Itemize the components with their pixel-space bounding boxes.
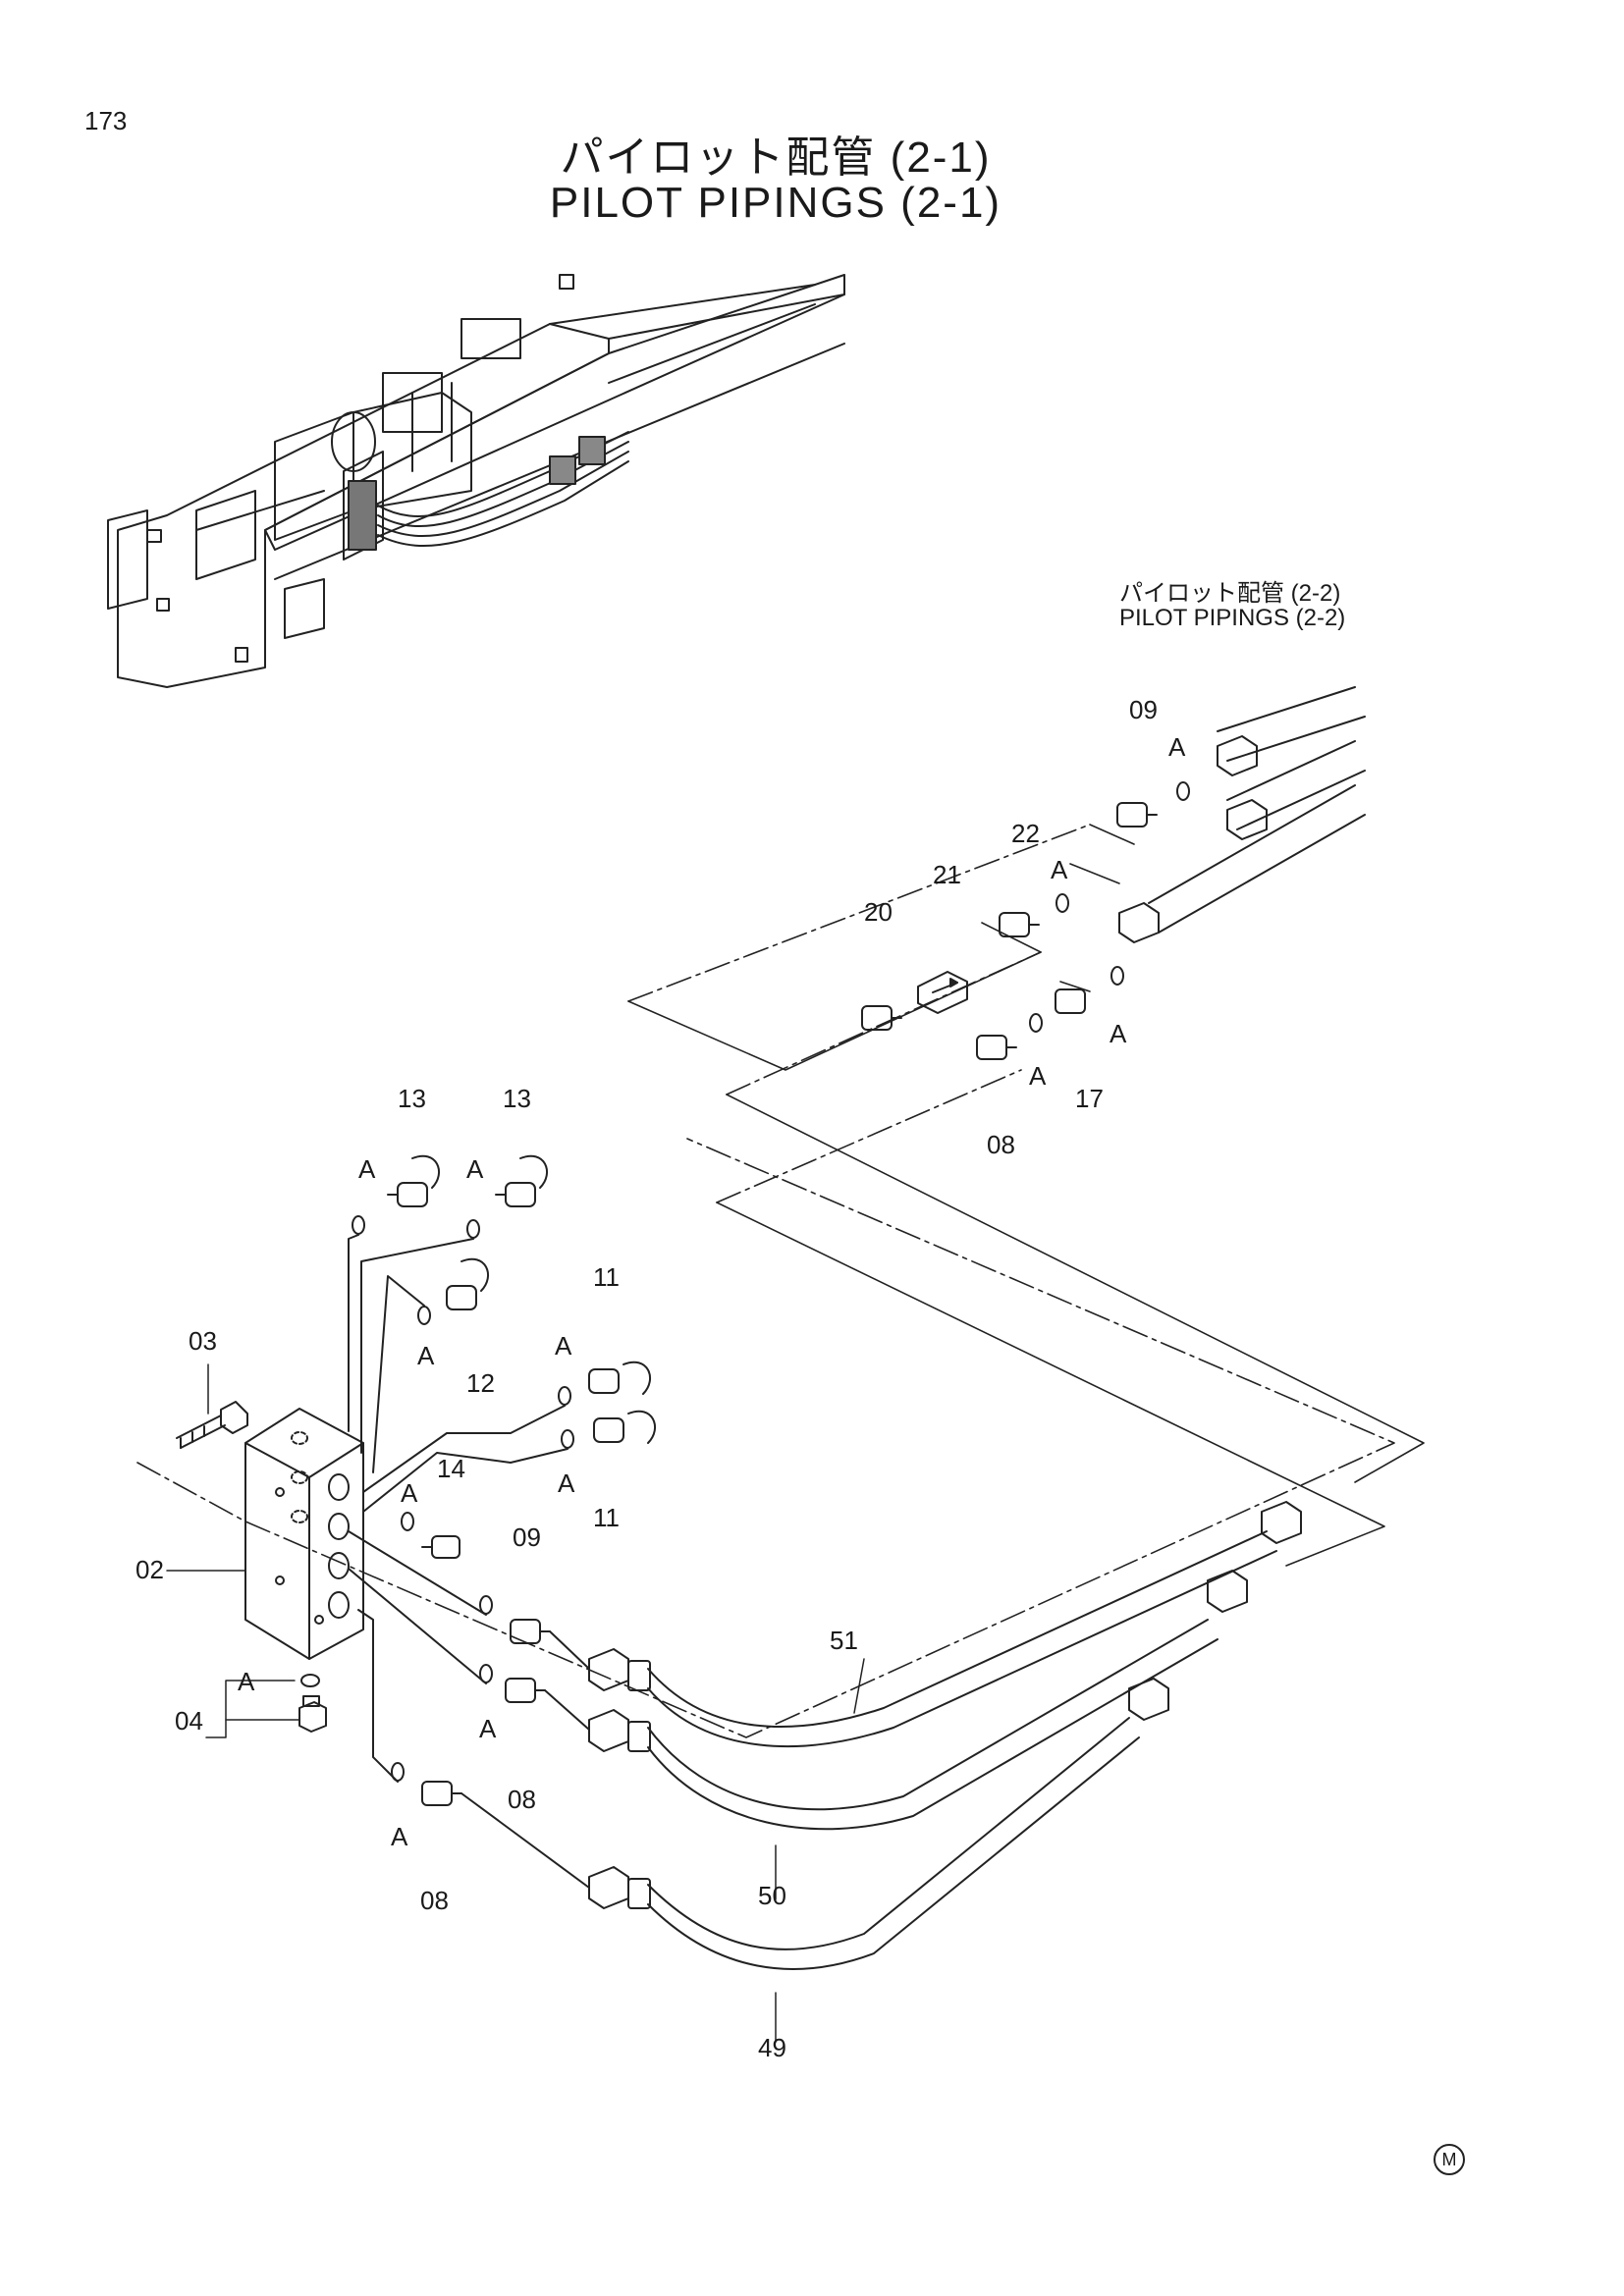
- upper-fittings: [861, 686, 1366, 1060]
- connection-outlines: [136, 824, 1425, 1738]
- o-ring-label: A: [1051, 855, 1068, 884]
- o-ring-label: A: [558, 1468, 575, 1498]
- callout-labels: 09 22 21 20 17 08 13 13 11 12 11 14 09 0…: [135, 695, 1186, 2062]
- callout-09-upper: 09: [1129, 695, 1158, 724]
- o-ring-label: A: [555, 1331, 572, 1361]
- bolt-03: [176, 1401, 248, 1449]
- callout-13-right: 13: [503, 1084, 531, 1113]
- callout-20: 20: [864, 897, 893, 927]
- corner-mark: M: [1434, 2144, 1465, 2175]
- callout-03: 03: [189, 1326, 217, 1356]
- o-ring-label: A: [479, 1714, 497, 1743]
- callout-50: 50: [758, 1881, 786, 1910]
- plug-04: [298, 1674, 327, 1733]
- page-number: 173: [84, 106, 128, 135]
- o-ring-label: A: [401, 1478, 418, 1508]
- o-ring-label: A: [1168, 732, 1186, 762]
- page-title-japanese: パイロット配管 (2-1): [560, 133, 992, 182]
- callout-51: 51: [830, 1626, 858, 1655]
- callout-11-lower: 11: [593, 1503, 620, 1532]
- o-ring-label: A: [391, 1822, 408, 1851]
- hoses: [460, 1501, 1302, 1970]
- callout-21: 21: [933, 860, 961, 889]
- manifold-block: [244, 1408, 364, 1660]
- callout-08-lower: 08: [420, 1886, 449, 1915]
- o-ring-label: A: [417, 1341, 435, 1370]
- reference-label-japanese: パイロット配管 (2-2): [1119, 580, 1341, 607]
- callout-leaders: [166, 1363, 865, 2043]
- callout-08-upper: 08: [987, 1130, 1015, 1159]
- machine-overview-sketch: [107, 274, 845, 688]
- callout-14: 14: [437, 1454, 465, 1483]
- callout-13-left: 13: [398, 1084, 426, 1113]
- o-ring-label: A: [1110, 1019, 1127, 1048]
- callout-12: 12: [466, 1368, 495, 1398]
- callout-04: 04: [175, 1706, 203, 1735]
- callout-11-upper: 11: [593, 1262, 620, 1292]
- fittings: [348, 1154, 657, 1806]
- page-title-english: PILOT PIPINGS (2-1): [549, 179, 1002, 227]
- o-ring-label: A: [238, 1667, 255, 1696]
- callout-08-middle: 08: [508, 1785, 536, 1814]
- callout-22: 22: [1011, 819, 1040, 848]
- callout-49: 49: [758, 2033, 786, 2062]
- callout-17: 17: [1075, 1084, 1104, 1113]
- reference-label-english: PILOT PIPINGS (2-2): [1119, 605, 1346, 631]
- o-ring-label: A: [466, 1154, 484, 1184]
- callout-09-lower: 09: [513, 1522, 541, 1552]
- o-ring-label: A: [1029, 1061, 1047, 1091]
- o-ring-label: A: [358, 1154, 376, 1184]
- callout-02: 02: [135, 1555, 164, 1584]
